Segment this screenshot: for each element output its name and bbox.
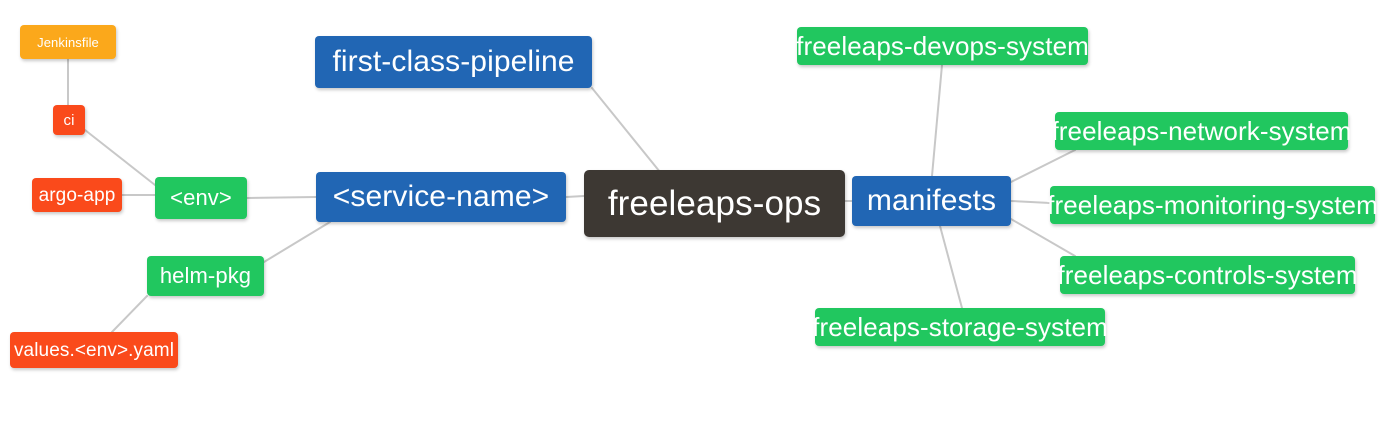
node-label-first-class: first-class-pipeline <box>332 45 575 78</box>
node-label-helm-pkg: helm-pkg <box>159 263 252 288</box>
node-values-yaml[interactable]: values.<env>.yaml <box>10 332 178 368</box>
node-label-devops-system: freeleaps-devops-system <box>796 31 1089 61</box>
node-label-values-yaml: values.<env>.yaml <box>13 339 175 361</box>
edge-manifests-storage <box>939 225 963 309</box>
node-label-service-name: <service-name> <box>332 180 550 213</box>
edge-env-ci <box>84 129 156 186</box>
node-root[interactable]: freeleaps-ops <box>584 170 845 237</box>
node-env[interactable]: <env> <box>155 177 247 219</box>
node-jenkinsfile[interactable]: Jenkinsfile <box>20 25 116 59</box>
node-label-network-system: freeleaps-network-system <box>1051 116 1352 146</box>
node-label-ci: ci <box>63 111 75 129</box>
node-manifests[interactable]: manifests <box>852 176 1011 226</box>
node-label-env: <env> <box>170 185 232 210</box>
node-service-name[interactable]: <service-name> <box>316 172 566 222</box>
edge-manifests-devops <box>931 64 943 177</box>
edge-manifests-monitoring <box>1010 200 1051 204</box>
node-network-system[interactable]: freeleaps-network-system <box>1051 112 1351 150</box>
node-monitoring-system[interactable]: freeleaps-monitoring-system <box>1047 186 1378 224</box>
node-devops-system[interactable]: freeleaps-devops-system <box>796 27 1089 65</box>
edge-helm-values <box>111 295 148 333</box>
node-label-argo-app: argo-app <box>38 184 116 206</box>
node-label-monitoring-system: freeleaps-monitoring-system <box>1047 190 1378 220</box>
edge-root-service <box>565 195 585 198</box>
node-label-storage-system: freeleaps-storage-system <box>812 312 1108 342</box>
edge-manifests-network <box>1010 149 1076 183</box>
node-argo-app[interactable]: argo-app <box>32 178 122 212</box>
node-label-jenkinsfile: Jenkinsfile <box>37 34 99 50</box>
edge-service-helm <box>263 221 331 263</box>
node-storage-system[interactable]: freeleaps-storage-system <box>812 308 1108 346</box>
edge-root-firstclass <box>591 87 661 173</box>
node-helm-pkg[interactable]: helm-pkg <box>147 256 264 296</box>
node-label-root: freeleaps-ops <box>607 184 822 223</box>
node-label-controls-system: freeleaps-controls-system <box>1057 260 1358 290</box>
node-controls-system[interactable]: freeleaps-controls-system <box>1057 256 1358 294</box>
node-label-manifests: manifests <box>866 184 997 217</box>
edge-service-env <box>246 196 317 199</box>
node-ci[interactable]: ci <box>53 105 85 135</box>
edge-manifests-controls <box>1010 218 1076 257</box>
node-first-class[interactable]: first-class-pipeline <box>315 36 592 88</box>
